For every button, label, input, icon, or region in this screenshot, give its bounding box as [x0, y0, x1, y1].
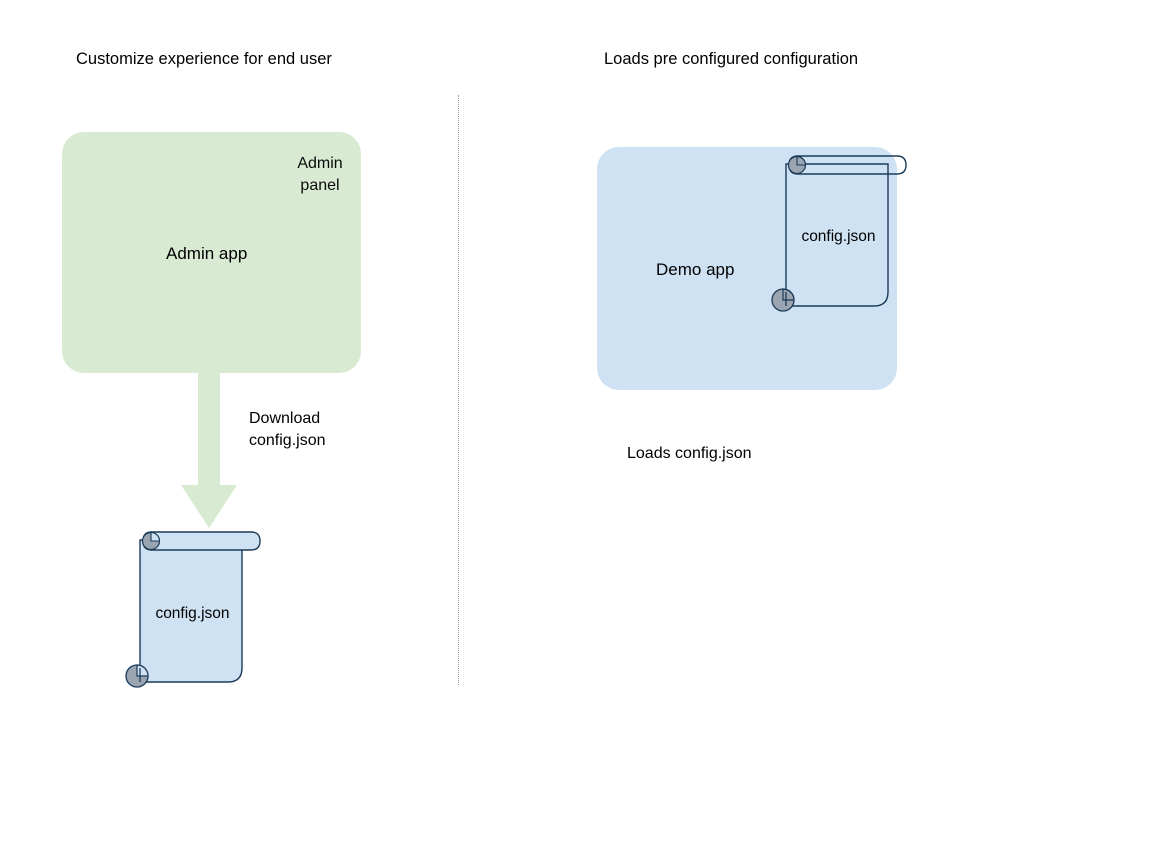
admin-panel-label-line2: panel	[300, 177, 340, 194]
panel-divider	[458, 95, 459, 685]
left-panel-heading: Customize experience for end user	[76, 50, 332, 68]
loads-config-caption: Loads config.json	[627, 445, 752, 462]
admin-app-box[interactable]	[62, 132, 361, 373]
demo-app-label: Demo app	[656, 260, 735, 279]
scroll-document-icon	[771, 155, 907, 312]
arrow-label-line1: Download	[249, 410, 321, 427]
down-block-arrow-icon	[181, 368, 237, 528]
admin-app-label: Admin app	[166, 244, 248, 263]
download-arrow	[175, 368, 245, 533]
right-config-file-label: config.json	[801, 228, 876, 245]
right-config-file[interactable]: config.json	[766, 152, 916, 317]
left-config-file-label: config.json	[155, 605, 230, 622]
demo-app-box[interactable]	[597, 147, 897, 390]
right-panel-heading: Loads pre configured configuration	[604, 50, 859, 68]
scroll-document-icon	[125, 531, 261, 688]
left-config-file[interactable]: config.json	[120, 528, 270, 693]
arrow-label-line2: config.json	[249, 432, 326, 449]
admin-panel-chip[interactable]: Admin panel	[279, 138, 361, 212]
admin-panel-label-line1: Admin	[297, 155, 343, 172]
